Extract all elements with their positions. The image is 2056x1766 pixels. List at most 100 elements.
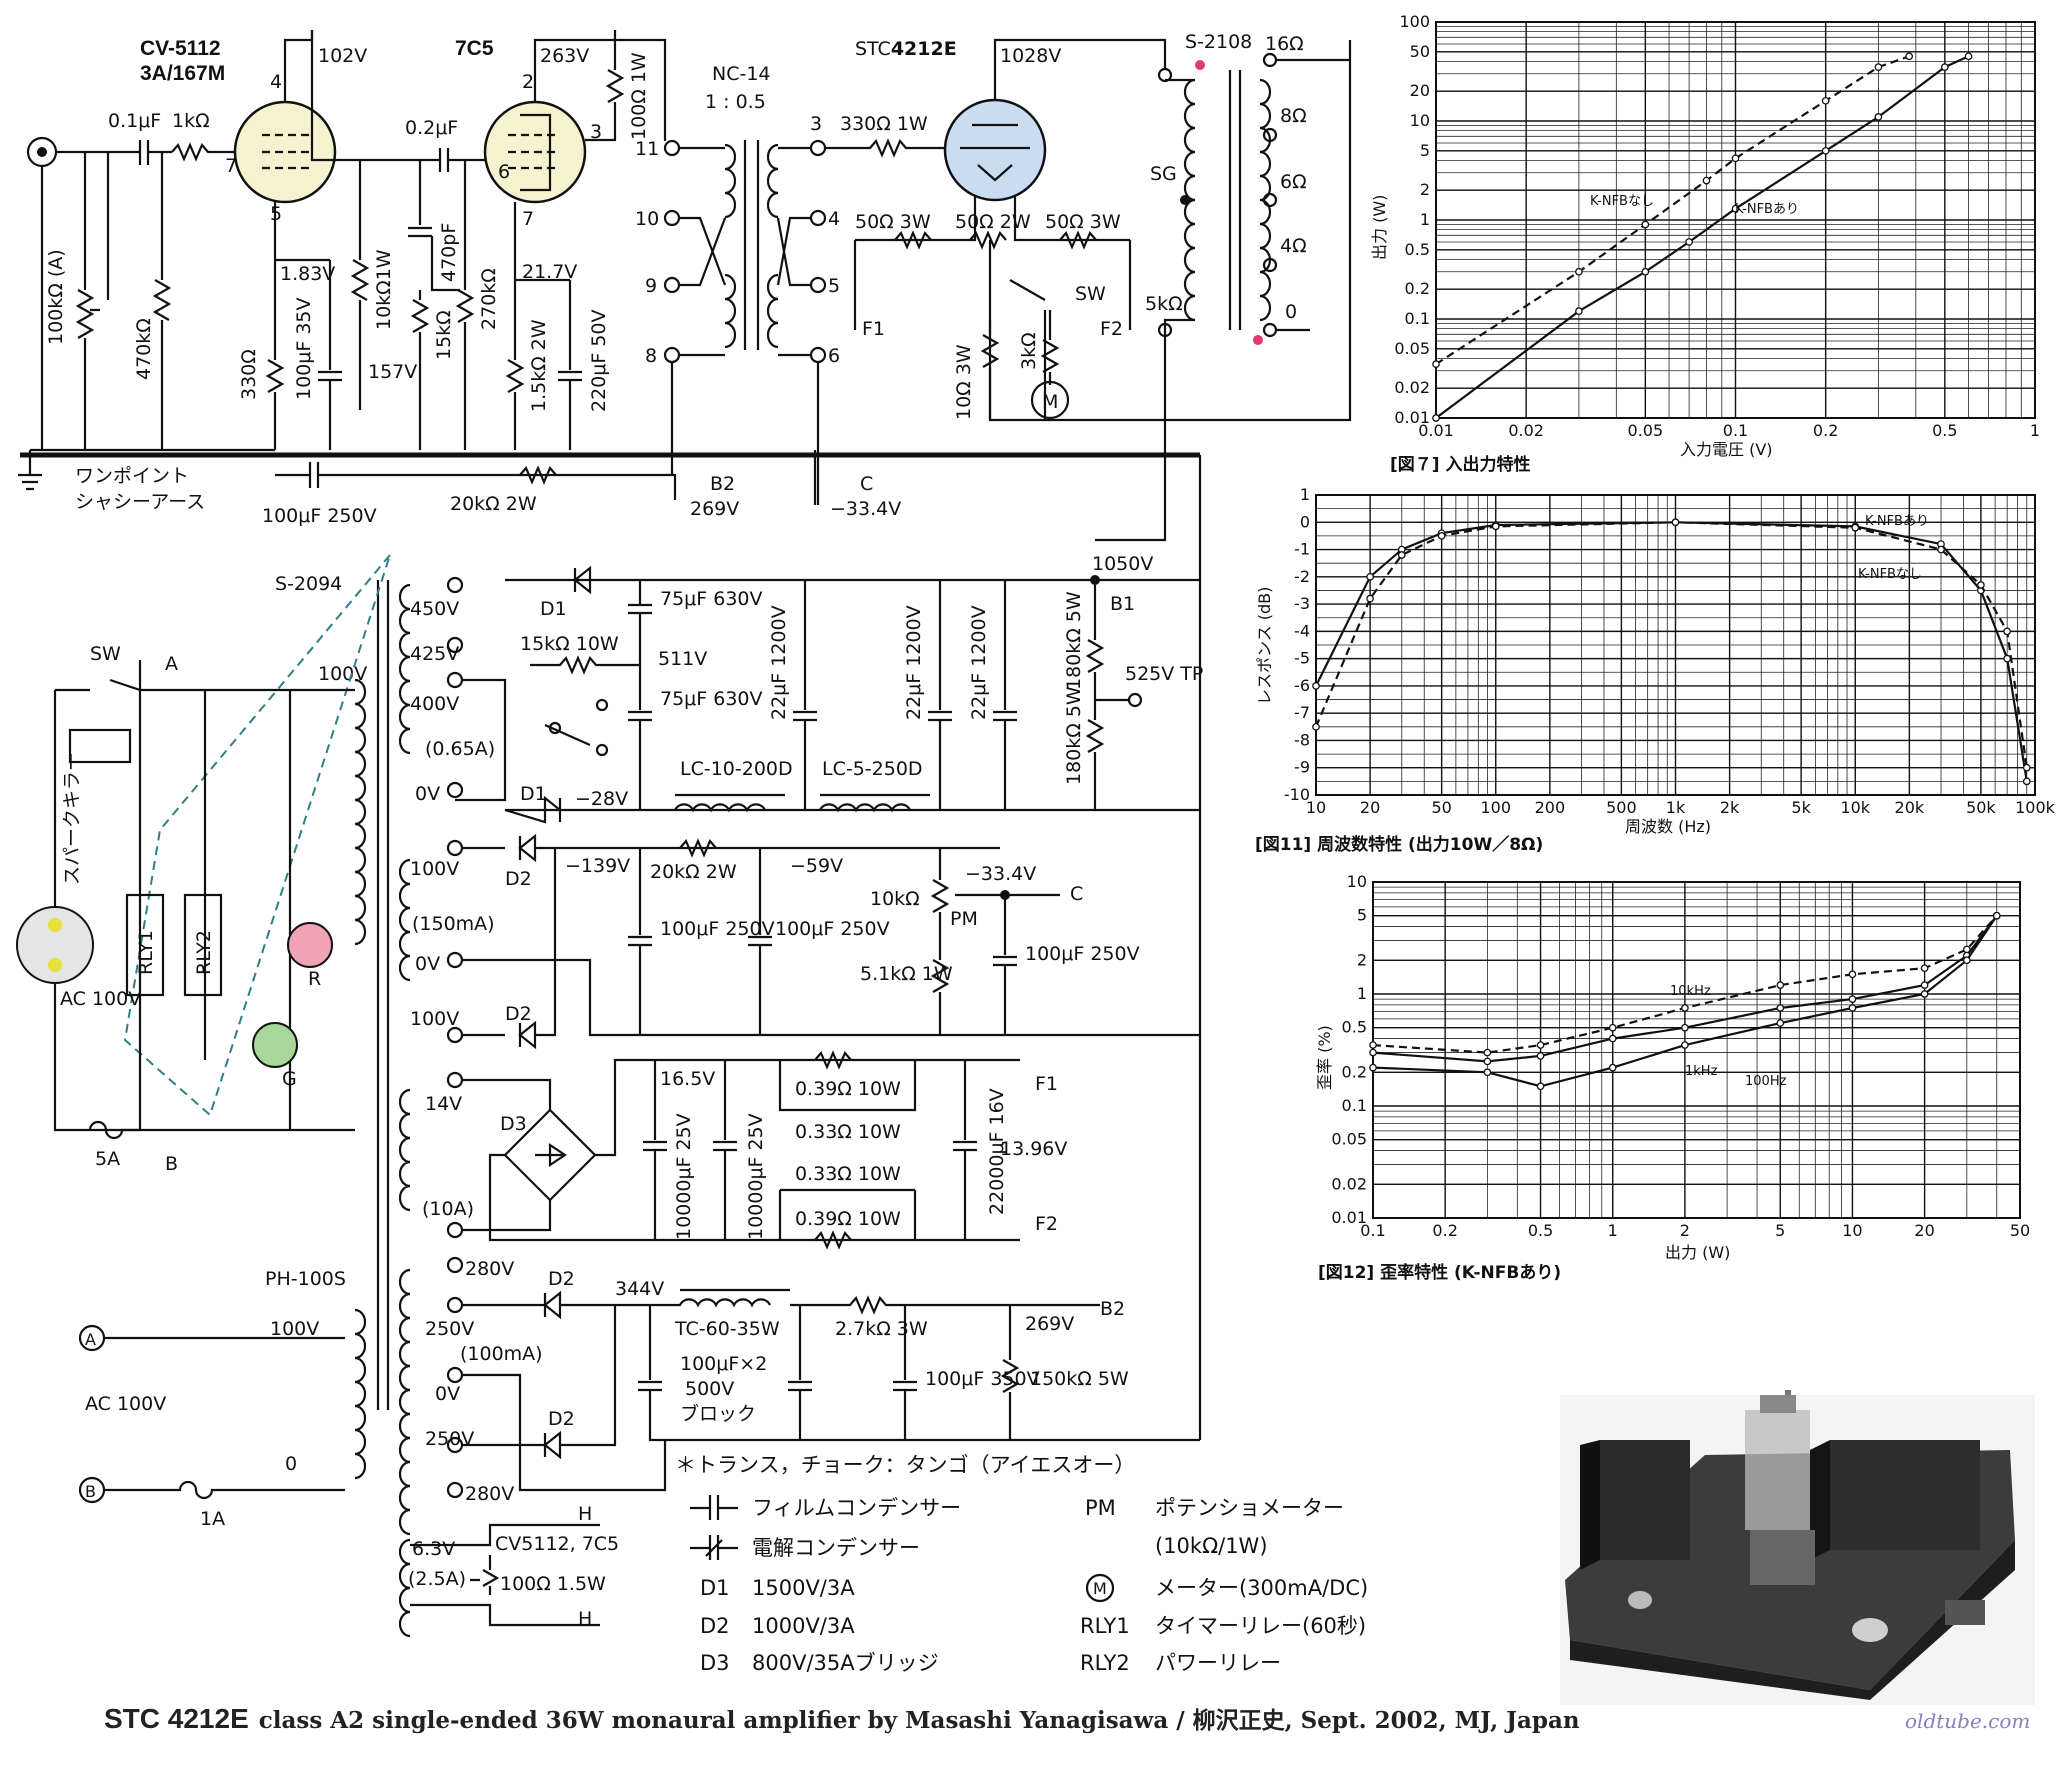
v3-tube-icon xyxy=(943,98,1047,202)
meter-r-label: 3kΩ xyxy=(1018,332,1040,370)
data-point xyxy=(1937,545,1945,554)
x-tick-label: 100 xyxy=(1480,798,1511,817)
v165-label: 16.5V xyxy=(660,1068,715,1090)
opt-tap-8: 8Ω xyxy=(1280,105,1307,127)
fil-r2-label: 50Ω 3W xyxy=(1045,211,1121,233)
meter-icon xyxy=(1030,380,1070,420)
y-tick-label: -2 xyxy=(1294,567,1310,586)
cf2-label: 10000μF 25V xyxy=(745,1113,767,1240)
series-label: 100Hz xyxy=(1745,1074,1787,1089)
vol-pot-label: 100kΩ (A) xyxy=(45,249,67,345)
opt-name: S-2108 xyxy=(1185,31,1252,53)
heater-h2: H xyxy=(578,1608,592,1630)
plot-frame xyxy=(1372,881,2021,1219)
y-tick-label: 1 xyxy=(1357,984,1367,1003)
series-line xyxy=(1372,914,1998,1054)
legend-d1: 1500V/3A xyxy=(752,1576,855,1600)
data-point xyxy=(1432,414,1440,422)
y-tick-label: 0 xyxy=(1300,512,1310,531)
data-point xyxy=(1731,204,1740,213)
choke2-label: LC-5-250D xyxy=(822,758,923,780)
y-tick-label: 5 xyxy=(1357,906,1367,925)
data-point xyxy=(1681,1004,1689,1012)
is-pin-11: 11 xyxy=(635,138,659,160)
bias-cap1-label: 100μF 250V xyxy=(660,918,775,940)
series-line xyxy=(1315,521,2028,782)
legend-pm-sym: PM xyxy=(1085,1496,1116,1520)
ph-tap-280a: 280V xyxy=(465,1258,514,1280)
chart-title: [図12] 歪率特性 (K-NFBあり) xyxy=(1318,1262,1561,1283)
rf4-label: 0.39Ω 10W xyxy=(795,1208,901,1230)
y-tick-label: 10 xyxy=(1347,872,1367,891)
r180b-label: 180kΩ 5W xyxy=(1063,686,1085,785)
data-point xyxy=(1366,594,1374,603)
v1-plate-r-label: 10kΩ1W xyxy=(373,249,395,330)
x-tick-label: 20k xyxy=(1895,798,1925,817)
ph-d2-lower: D2 xyxy=(548,1408,575,1430)
data-point xyxy=(1366,572,1374,581)
r51-label: 5.1kΩ 1W xyxy=(860,963,953,985)
output-stage: STC4212E 1028V 330Ω 1W 50Ω 3W 50Ω 2W 50Ω… xyxy=(825,31,1352,542)
shunt-r-label: 10Ω 3W xyxy=(953,344,975,420)
x-tick-label: 0.01 xyxy=(1418,421,1454,440)
rly2-icon xyxy=(183,893,223,997)
mains-section: SW スパークキラー AC 100V 5A RLY1 RLY2 R G A B xyxy=(16,554,391,1175)
x-tick-label: 100k xyxy=(2015,798,2056,817)
data-point xyxy=(1920,990,1929,998)
opt-tap-0: 0 xyxy=(1285,301,1297,323)
x-tick-label: 2 xyxy=(1680,1221,1690,1240)
x-tick-label: 20 xyxy=(1360,798,1380,817)
x-tick-label: 20 xyxy=(1914,1221,1934,1240)
y-tick-label: -3 xyxy=(1294,594,1310,613)
rly1-label: RLY1 xyxy=(135,930,157,975)
y-tick-label: 2 xyxy=(1420,180,1430,199)
is-pin-10: 10 xyxy=(635,208,659,230)
y-tick-label: 0.01 xyxy=(1331,1208,1367,1227)
elec-cap-icon xyxy=(690,1535,738,1560)
tp-label: 525V TP xyxy=(1125,663,1203,685)
y-tick-label: -7 xyxy=(1294,703,1310,722)
data-point xyxy=(1920,981,1929,989)
d3-label: D3 xyxy=(500,1113,527,1135)
aux-psu: PH-100S 280V 250V (100mA) 0V 250V 280V 1… xyxy=(78,1256,1200,1638)
d2-upper-label: D2 xyxy=(505,868,532,890)
y-tick-label: 0.1 xyxy=(1405,309,1430,328)
v2-pin-a: 2 xyxy=(522,71,534,93)
data-point xyxy=(1397,551,1406,559)
data-point xyxy=(1848,995,1857,1003)
ph-pri-100: 100V xyxy=(270,1318,319,1340)
legend-meter-icon xyxy=(1085,1573,1115,1603)
legend-note: ＊トランス，チョーク：タンゴ（アイエスオー） xyxy=(675,1453,1135,1477)
ac-label: AC 100V xyxy=(60,988,141,1010)
y-tick-label: 2 xyxy=(1357,950,1367,969)
v1-cath-r-label: 330Ω xyxy=(238,349,260,400)
lamp-g-icon xyxy=(252,1022,298,1068)
data-point xyxy=(1992,911,2001,920)
ph-b2-label: B2 xyxy=(1100,1298,1125,1320)
data-point xyxy=(1920,964,1929,973)
d1-lower-label: D1 xyxy=(520,783,547,805)
d1-upper-label: D1 xyxy=(540,598,567,620)
x-axis-label: 入力電圧 (V) xyxy=(1680,440,1773,459)
data-point xyxy=(1851,523,1860,532)
data-point xyxy=(1483,1057,1492,1066)
x-tick-label: 0.1 xyxy=(1723,421,1748,440)
ph-d2-upper: D2 xyxy=(548,1268,575,1290)
data-point xyxy=(1536,1041,1545,1049)
ph-r150k-label: 150kΩ 5W xyxy=(1030,1368,1129,1390)
interstage-name: NC-14 xyxy=(712,63,771,85)
cf3-label: 22000μF 16V xyxy=(986,1088,1008,1215)
chart-title: [図11] 周波数特性 (出力10W／8Ω) xyxy=(1255,834,1543,855)
node-a-bottom: A xyxy=(85,1330,96,1349)
data-point xyxy=(1685,238,1693,246)
legend-rly1-sym: RLY1 xyxy=(1080,1614,1130,1638)
node-b-bottom: B xyxy=(85,1482,96,1501)
fuse-label: 5A xyxy=(95,1148,120,1170)
amplifier-photo xyxy=(1560,1390,2035,1705)
series-label: K-NFBあり xyxy=(1735,202,1799,217)
ph-tap-250b: 250V xyxy=(425,1428,474,1450)
v2-cathode-v: 21.7V xyxy=(522,261,577,283)
node-a-top: A xyxy=(165,653,178,675)
y-axis-label: レスポンス (dB) xyxy=(1255,587,1274,705)
